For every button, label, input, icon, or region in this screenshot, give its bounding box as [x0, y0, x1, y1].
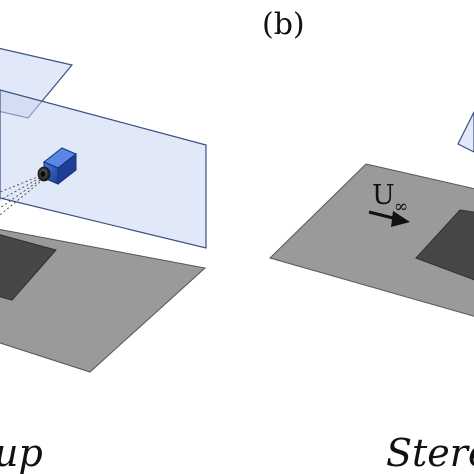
- panel-b-caption: Stereo: [386, 431, 474, 474]
- camera-icon: [37, 147, 77, 186]
- panel-a-ground-plate: [0, 229, 207, 373]
- panel-a: up: [0, 47, 207, 474]
- flow-velocity-label: U ∞: [372, 180, 408, 217]
- panel-b-ground-plate: [269, 163, 474, 317]
- panel-a-dark-patch: [0, 234, 57, 301]
- panel-a-measurement-plane: [0, 89, 207, 249]
- flow-subscript: ∞: [394, 197, 408, 217]
- panel-a-caption: up: [0, 431, 43, 474]
- arrow-right-icon: [368, 210, 410, 227]
- panel-b-label: (b): [262, 7, 305, 42]
- panel-a-camera-view-lines: [0, 175, 41, 216]
- flow-symbol: U: [372, 180, 395, 211]
- panel-b: (b) U ∞ Stereo: [262, 7, 474, 474]
- panel-b-dark-patch: [415, 209, 474, 281]
- panel-b-laser-sheet: [457, 111, 474, 153]
